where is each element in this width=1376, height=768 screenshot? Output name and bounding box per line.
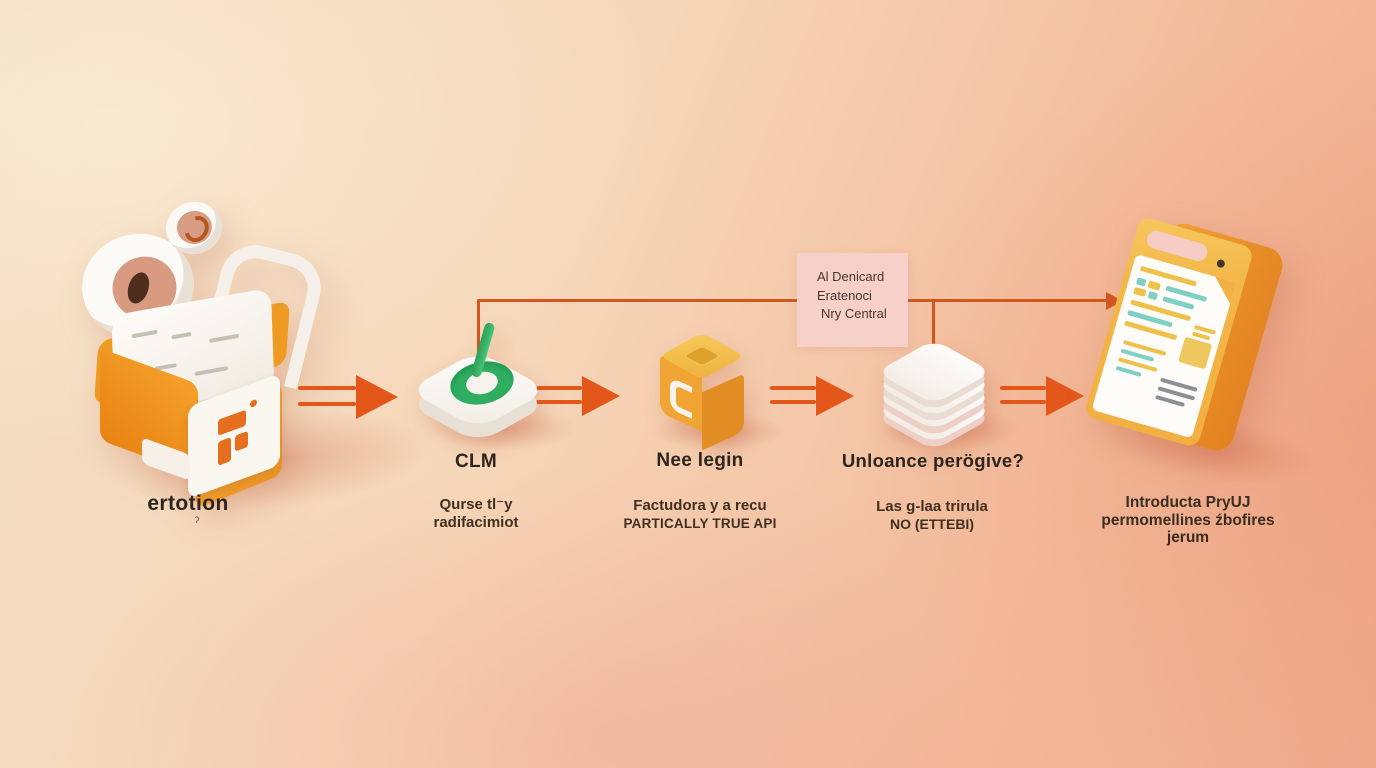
step-title-clm: CLM [454, 451, 498, 472]
cube-top-slot [680, 344, 724, 368]
document-slot-pill [1144, 228, 1210, 264]
page-line [1115, 365, 1142, 377]
arrow-line [536, 386, 582, 390]
connector-horizontal [477, 299, 1111, 302]
arrow-head [1046, 376, 1084, 416]
package-dash [209, 333, 239, 343]
arrow-head [582, 376, 620, 416]
page-square [1135, 277, 1147, 287]
subtitle-line: PARTICALLY TRUE API [623, 515, 777, 531]
connector-vertical-from-toggle [477, 300, 480, 356]
flow-arrow-icon [536, 376, 620, 416]
page-square [1133, 286, 1147, 297]
subtitle-line: permomellines źbofires [1101, 511, 1275, 529]
arrow-line [1000, 386, 1046, 390]
page-square [1147, 280, 1161, 291]
toggle-switch-icon [407, 321, 549, 444]
arrow-line [770, 400, 816, 404]
connector-vertical-to-stack [932, 301, 935, 345]
step-subtitle-unloance: Las g-laa trirula NO (ETTEBI) [876, 498, 988, 533]
note-line: Nry Central [821, 306, 887, 321]
package-dash [171, 331, 192, 340]
step-title-unloance: Unloance perögive? [841, 450, 1025, 471]
page-image-block [1178, 336, 1213, 370]
plate-logo-block [218, 437, 231, 466]
package-box-icon [72, 194, 329, 510]
arrow-head [356, 375, 398, 419]
step-subtitle-nee-legin: Factudora y a recu PARTICALLY TRUE API [623, 497, 776, 532]
arrow-head [816, 376, 854, 416]
plate-logo-block [235, 430, 248, 452]
coin-swirl-glyph [180, 211, 214, 247]
arrow-line [298, 386, 356, 390]
step-caption-result: Introducta PryUJ permomellines źbofires … [1101, 494, 1274, 547]
step-subtitle-clm: Qurse tl⁻y radifacimiot [433, 496, 518, 531]
note-card: Al Denicard Eratenoci Nry Central [797, 253, 908, 347]
donut-disk-core [123, 269, 153, 307]
plate-logo-dot [250, 398, 257, 409]
flow-arrow-icon [1000, 376, 1084, 416]
arrow-line [536, 400, 582, 404]
subtitle-line: radifacimiot [433, 513, 519, 531]
step-title-nee-legin: Nee legin [656, 450, 744, 471]
subtitle-line: Factudora y a recu [633, 497, 767, 514]
package-dash [194, 366, 229, 377]
cube-handle-glyph [670, 377, 692, 419]
toggle-ring-hole [464, 368, 500, 398]
note-line: Eratenoci [817, 287, 872, 303]
document-icon [1083, 215, 1287, 468]
page-line [1162, 296, 1195, 310]
document-camera-dot [1215, 258, 1226, 269]
coin-disk-face [174, 208, 215, 247]
subtitle-line: Qurse tl⁻y [439, 496, 513, 513]
subtitle-line: Las g-laa trirula [876, 498, 988, 515]
arrow-line [1000, 400, 1046, 404]
arrow-line [298, 402, 356, 406]
flow-arrow-icon [298, 374, 398, 420]
arrow-line [770, 386, 816, 390]
subtitle-line: jerum [1166, 529, 1210, 546]
note-line: Al Denicard [817, 269, 885, 284]
page-square [1147, 291, 1159, 301]
page-fold-corner [1209, 276, 1237, 304]
subtitle-line: NO (ETTEBI) [889, 515, 974, 532]
step-label-source-mark: ʔ [194, 515, 200, 525]
package-dash [131, 329, 158, 339]
cube-icon [650, 332, 754, 451]
card-stack-icon [876, 330, 992, 451]
flow-arrow-icon [770, 376, 854, 416]
subtitle-line: Introducta PryUJ [1125, 494, 1251, 511]
step-label-source: ertotion [147, 492, 229, 515]
